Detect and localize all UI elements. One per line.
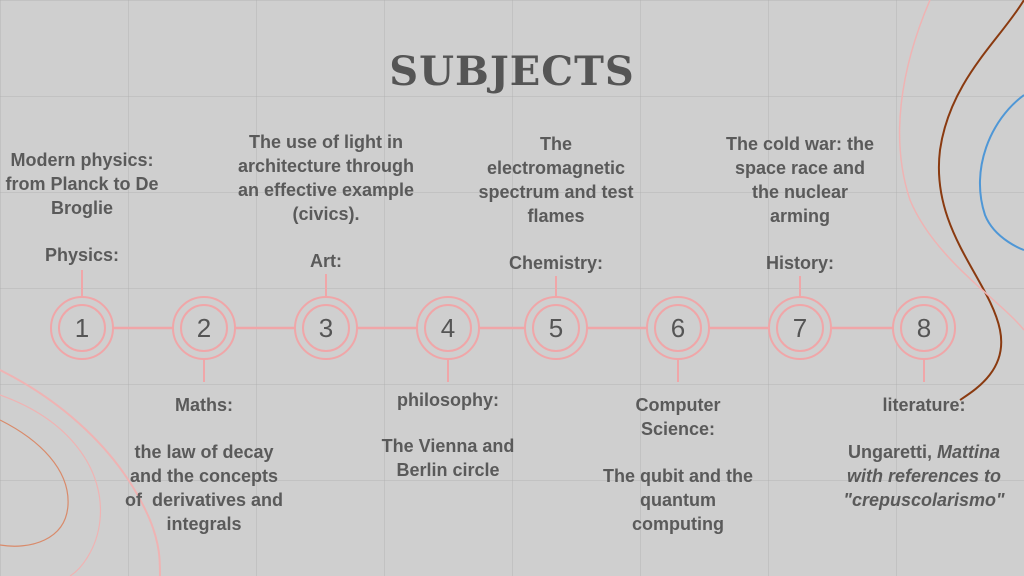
node-8-subject: literature: xyxy=(882,395,966,415)
topic-line: flames xyxy=(527,206,585,226)
topic-line: arming xyxy=(769,206,830,226)
node-circle-6 xyxy=(646,296,710,360)
node-number-4: 4 xyxy=(440,313,456,343)
node-7-topic: The cold war: the space race and the nuc… xyxy=(726,132,874,228)
topic-line: architecture through xyxy=(237,156,415,176)
node-circle-2 xyxy=(172,296,236,360)
node-6-topic: The qubit and the quantum computing xyxy=(603,464,753,536)
topic-line: and the concepts xyxy=(129,466,279,486)
topic-italic-line: "crepuscolarismo" xyxy=(843,490,1005,510)
page-title: SUBJECTS xyxy=(389,48,635,95)
node-4-topic: The Vienna and Berlin circle xyxy=(382,434,515,482)
topic-line: (civics). xyxy=(292,204,360,224)
topic-line: from Planck to De xyxy=(5,174,159,194)
node-number-8: 8 xyxy=(916,313,932,343)
node-2-subject: Maths: xyxy=(175,395,233,415)
decor-curve-orange-left xyxy=(0,419,69,547)
topic-line: The qubit and the xyxy=(603,466,753,486)
topic-line: of derivatives and xyxy=(124,490,284,510)
decor-curve-pink-left xyxy=(0,369,161,576)
node-5-topic: The electromagnetic spectrum and test fl… xyxy=(478,132,633,228)
node-number-2: 2 xyxy=(196,313,212,343)
node-circle-4 xyxy=(416,296,480,360)
node-number-7: 7 xyxy=(792,313,808,343)
node-8-topic: Ungaretti, Mattina with references to "c… xyxy=(843,440,1004,512)
topic-line: space race and xyxy=(734,158,866,178)
topic-work-title: Mattina xyxy=(937,442,1001,462)
topic-line: spectrum and test xyxy=(478,182,634,202)
node-number-1: 1 xyxy=(74,313,90,343)
node-circle-7 xyxy=(768,296,832,360)
topic-line: The cold war: the xyxy=(725,134,875,154)
node-circle-3 xyxy=(294,296,358,360)
node-6-subject: Computer Science: xyxy=(636,393,721,441)
topic-line: quantum xyxy=(640,490,716,510)
topic-line: The Vienna and xyxy=(381,436,515,456)
topic-italic-line: with references to xyxy=(846,466,1002,486)
topic-line: with references to xyxy=(843,464,1004,488)
node-2-topic: the law of decay and the concepts of der… xyxy=(125,440,283,536)
node-circle-1 xyxy=(50,296,114,360)
topic-line: "crepuscolarismo" xyxy=(843,488,1004,512)
node-1-subject: Physics: xyxy=(44,245,120,265)
node-number-5: 5 xyxy=(548,313,564,343)
topic-line: computing xyxy=(632,514,724,534)
topic-line: The xyxy=(539,134,573,154)
subject-line: Science: xyxy=(640,419,716,439)
topic-line: Ungaretti, Mattina xyxy=(843,440,1004,464)
node-1-topic: Modern physics: from Planck to De Brogli… xyxy=(5,148,158,220)
decor-curve-pink-left-2 xyxy=(0,394,102,576)
subject-line: Computer xyxy=(635,395,721,415)
topic-line: electromagnetic xyxy=(486,158,626,178)
node-5-subject: Chemistry: xyxy=(508,253,604,273)
topic-line: integrals xyxy=(166,514,242,534)
topic-line: an effective example xyxy=(237,180,415,200)
node-4-subject: philosophy: xyxy=(397,390,499,410)
topic-author: Ungaretti, xyxy=(847,442,938,462)
topic-line: Broglie xyxy=(50,198,114,218)
node-number-3: 3 xyxy=(318,313,334,343)
node-number-6: 6 xyxy=(670,313,686,343)
node-3-topic: The use of light in architecture through… xyxy=(238,130,414,226)
node-circle-5 xyxy=(524,296,588,360)
node-circle-8 xyxy=(892,296,956,360)
topic-line: Berlin circle xyxy=(396,460,500,480)
topic-line: the law of decay xyxy=(134,442,274,462)
decor-curve-blue xyxy=(978,94,1024,251)
topic-line: the nuclear xyxy=(751,182,849,202)
topic-line: The use of light in xyxy=(249,132,403,152)
decor-curve-pink-right xyxy=(898,0,1024,331)
topic-line: Modern physics: xyxy=(10,150,154,170)
decor-curve-brown xyxy=(937,0,1024,401)
node-3-subject: Art: xyxy=(310,251,342,271)
node-7-subject: History: xyxy=(765,253,835,273)
